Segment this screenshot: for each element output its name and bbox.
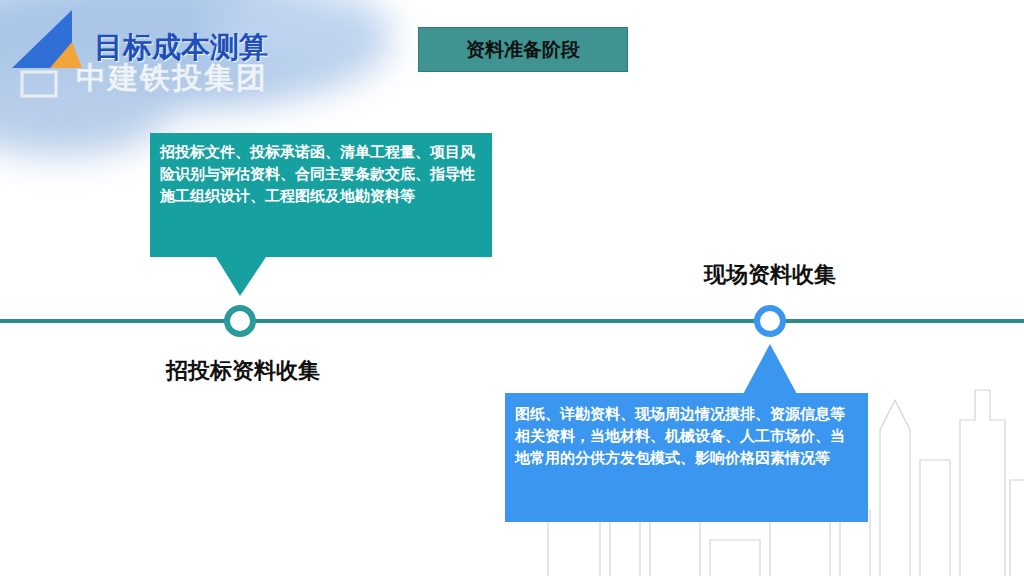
logo: [12, 10, 82, 68]
callout-box: 招投标文件、投标承诺函、清单工程量、项目风险识别与评估资料、合同主要条款交底、指…: [150, 133, 492, 257]
node-text: 招投标文件、投标承诺函、清单工程量、项目风险识别与评估资料、合同主要条款交底、指…: [160, 141, 482, 207]
timeline-dot: [227, 308, 253, 334]
watermark-icon: [22, 72, 56, 96]
node-text: 资料准备阶段: [429, 28, 617, 71]
stage-label: 招投标资料收集: [166, 356, 320, 386]
watercolor: [0, 0, 390, 155]
callout-pointer: [742, 344, 798, 396]
node-text: 图纸、详勘资料、现场周边情况摸排、资源信息等相关资料，当地材料、机械设备、人工市…: [515, 403, 858, 469]
watermark: 中建铁投集团: [76, 58, 268, 99]
stage-label: 现场资料收集: [704, 260, 836, 290]
timeline-dot: [757, 308, 783, 334]
callout-pointer: [214, 254, 268, 296]
stage-box: 资料准备阶段: [418, 27, 628, 72]
timeline: [0, 319, 1024, 323]
callout-box: 图纸、详勘资料、现场周边情况摸排、资源信息等相关资料，当地材料、机械设备、人工市…: [505, 393, 868, 522]
